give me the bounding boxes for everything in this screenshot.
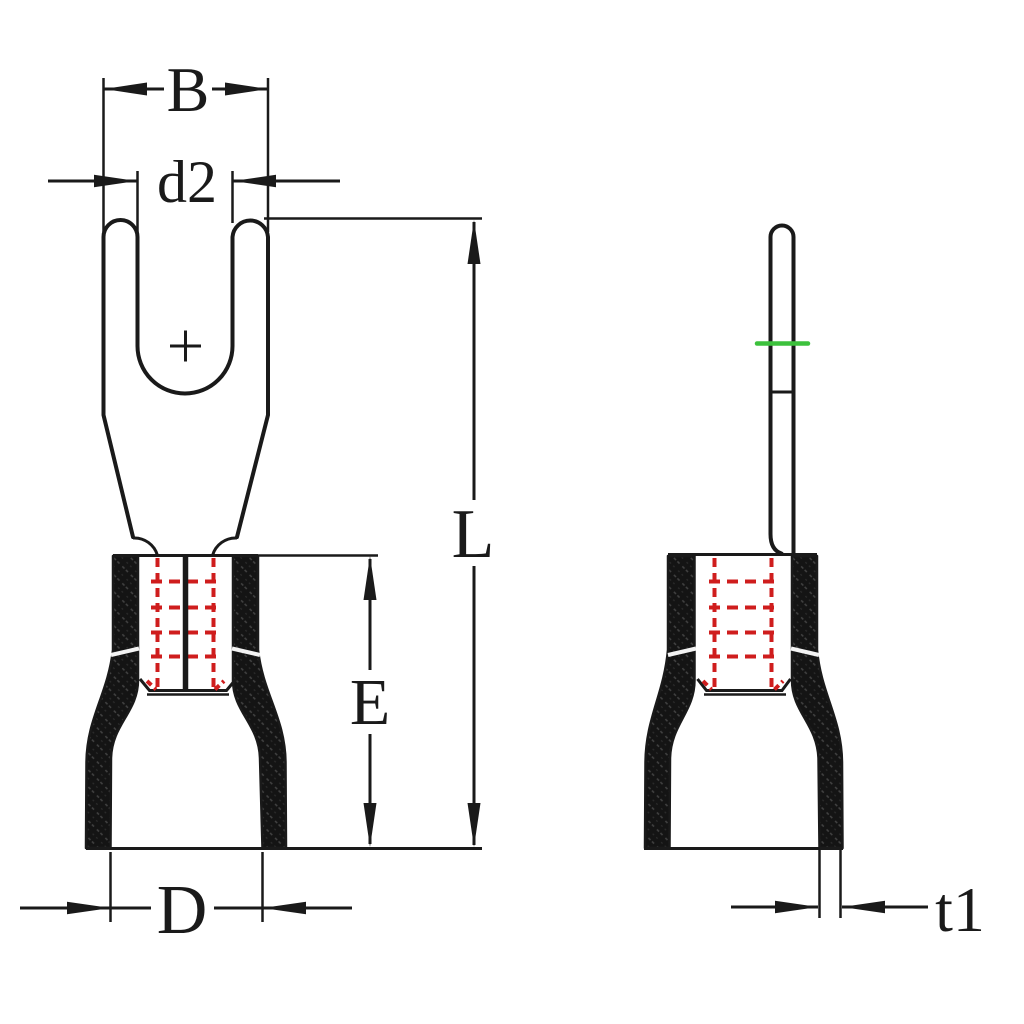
dimension-label-b: B: [167, 54, 210, 125]
t1-arrowhead-right: [842, 900, 885, 914]
slot-center-mark: [170, 330, 201, 362]
wall-notch: [231, 646, 261, 657]
dimension-label-d: D: [157, 872, 208, 949]
t1-arrowhead-left: [775, 900, 818, 914]
dimension-label-l: L: [452, 496, 495, 573]
dimension-label-d2: d2: [157, 149, 217, 215]
dimension-label-t1: t1: [935, 874, 985, 945]
b-arrowhead-left: [104, 82, 147, 96]
d-arrowhead-left: [67, 901, 111, 915]
insulation-wall-left-side: [643, 554, 696, 850]
insulation-wall-right: [231, 554, 288, 850]
d2-arrowhead-left: [94, 174, 137, 188]
e-arrowhead-up: [363, 556, 377, 600]
e-arrowhead-down: [363, 803, 377, 847]
sleeve-entry-arc-left: [132, 536, 159, 556]
dimension-l: L: [264, 217, 495, 847]
tongue-strip-outline: [768, 223, 796, 556]
dimension-e: E: [350, 556, 390, 847]
insulation-wall-right-side: [790, 554, 844, 850]
wall-notch: [667, 646, 697, 657]
wire-funnel: [138, 678, 238, 692]
l-arrowhead-down: [467, 803, 481, 847]
insulation-wall-left: [84, 554, 140, 850]
dimension-d: D: [20, 852, 352, 949]
sleeve-entry-arc-right: [211, 536, 238, 556]
front-view: [84, 218, 482, 850]
hidden-serrations-side: [701, 558, 785, 691]
wire-funnel-side: [696, 678, 792, 692]
hidden-serrations-front: [145, 558, 226, 691]
wall-notch: [790, 646, 820, 657]
dimension-b: B: [102, 54, 270, 232]
d-arrowhead-right: [262, 901, 306, 915]
l-arrowhead-up: [467, 220, 481, 264]
d2-arrowhead-right: [233, 174, 276, 188]
dimension-d2: d2: [48, 149, 340, 242]
wall-notch: [110, 646, 140, 657]
dimension-label-e: E: [350, 666, 390, 739]
dimension-t1: t1: [731, 849, 985, 945]
b-arrowhead-right: [225, 82, 268, 96]
side-view: [643, 223, 844, 850]
fork-outline: [101, 218, 270, 539]
